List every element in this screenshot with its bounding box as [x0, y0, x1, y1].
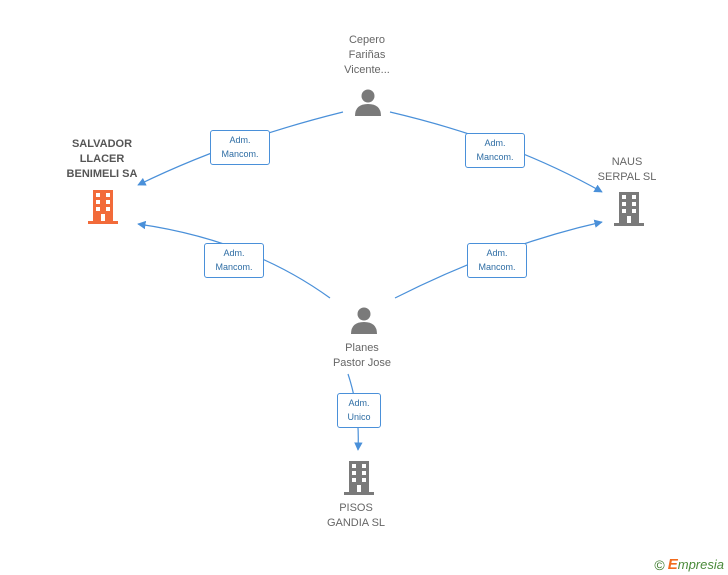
edge-role-line1: Adm. [484, 138, 506, 148]
edge-label-planes-pisos: Adm. Unico [337, 393, 381, 428]
node-label-salvador[interactable]: SALVADOR LLACER BENIMELI SA [66, 138, 138, 180]
edge-role-line2: Mancom. [476, 152, 514, 162]
edge-role-line2: Mancom. [478, 262, 516, 272]
edge-role-line1: Adm. [223, 248, 245, 258]
node-label-pisos[interactable]: PISOS GANDIA SL [326, 502, 386, 529]
brand-footer: © Empresia [654, 556, 724, 573]
node-label-naus[interactable]: NAUS SERPAL SL [597, 156, 657, 183]
edge-label-planes-naus: Adm. Mancom. [467, 243, 527, 278]
person-icon[interactable] [350, 306, 378, 334]
edge-role-line2: Mancom. [221, 149, 259, 159]
edge-role-line1: Adm. [229, 135, 251, 145]
brand-logo: Empresia [667, 556, 724, 573]
person-icon[interactable] [354, 88, 382, 116]
node-label-planes[interactable]: Planes Pastor Jose [332, 342, 392, 369]
edge-role-line1: Adm. [486, 248, 508, 258]
building-icon[interactable] [88, 190, 118, 224]
copyright-icon: © [654, 556, 665, 573]
building-icon[interactable] [344, 461, 374, 495]
edge-label-cepero-naus: Adm. Mancom. [465, 133, 525, 168]
edge-role-line2: Mancom. [215, 262, 253, 272]
node-label-cepero[interactable]: Cepero Fariñas Vicente... [344, 34, 390, 76]
edge-label-cepero-salvador: Adm. Mancom. [210, 130, 270, 165]
edge-role-line2: Unico [347, 412, 371, 422]
building-icon[interactable] [614, 192, 644, 226]
edge-label-planes-salvador: Adm. Mancom. [204, 243, 264, 278]
edge-role-line1: Adm. [348, 398, 370, 408]
